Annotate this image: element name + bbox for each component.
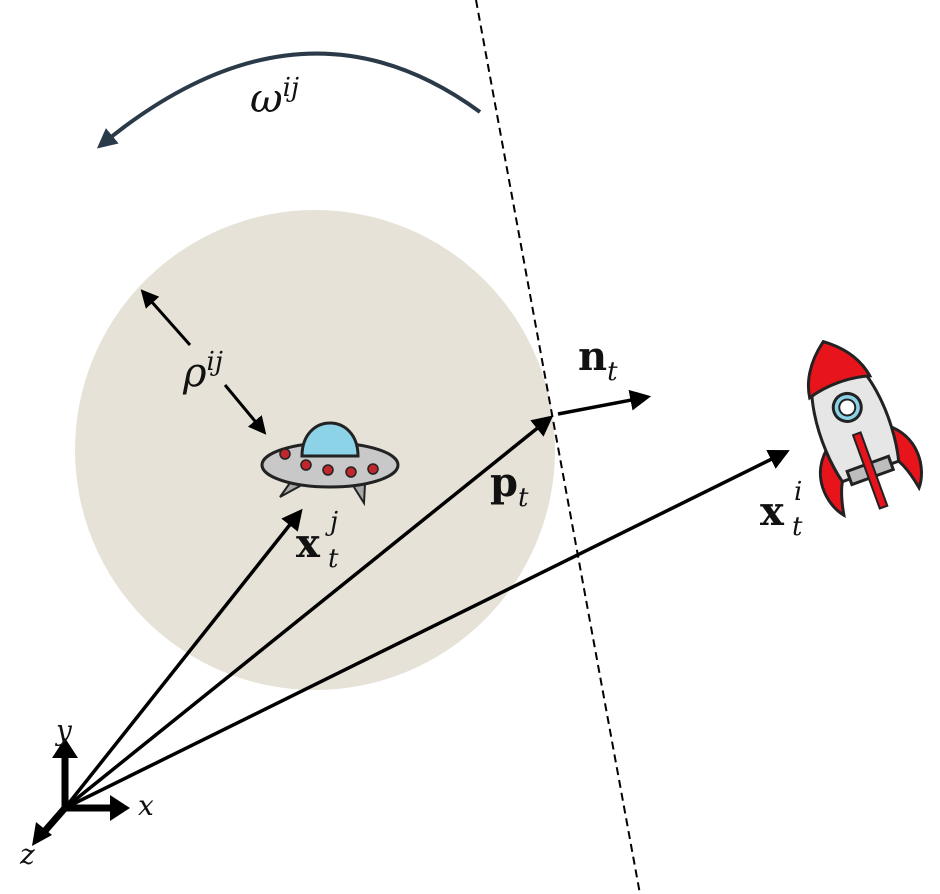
vector-xj <box>63 508 303 810</box>
n-sub: t <box>607 357 618 387</box>
xj-base: x <box>296 520 321 567</box>
n-base: n <box>578 333 607 380</box>
vector-p <box>63 415 554 810</box>
omega-sup: ij <box>283 73 299 103</box>
rho-base: ρ <box>182 350 207 396</box>
xj-sub: t <box>328 544 339 574</box>
axis-z-label: z <box>19 838 35 871</box>
normal-vector <box>557 389 652 416</box>
rho-arrow-upper <box>140 289 192 346</box>
p-base: p <box>490 459 518 506</box>
rho-arrow-lower <box>223 384 267 435</box>
label-xi: x <box>760 488 785 535</box>
rho-sup: ij <box>207 347 223 377</box>
omega-base: ω <box>250 76 283 122</box>
xi-base: x <box>760 488 785 535</box>
p-sub: t <box>518 483 529 513</box>
label-n: nt <box>578 333 618 387</box>
axis-x-label: x <box>138 789 154 822</box>
separating-plane <box>475 0 641 894</box>
rotation-arc <box>96 51 482 149</box>
label-rho: ρij <box>182 347 223 396</box>
coordinate-frame <box>32 738 130 846</box>
rocket-icon <box>806 339 923 518</box>
label-xj: x <box>296 520 321 567</box>
xi-sup: i <box>794 477 802 507</box>
label-omega: ωij <box>250 73 299 122</box>
ufo-icon <box>260 421 400 507</box>
label-p: pt <box>490 459 529 513</box>
axis-y-label: y <box>54 714 73 747</box>
xi-sub: t <box>792 512 803 542</box>
vector-xi <box>64 450 790 810</box>
